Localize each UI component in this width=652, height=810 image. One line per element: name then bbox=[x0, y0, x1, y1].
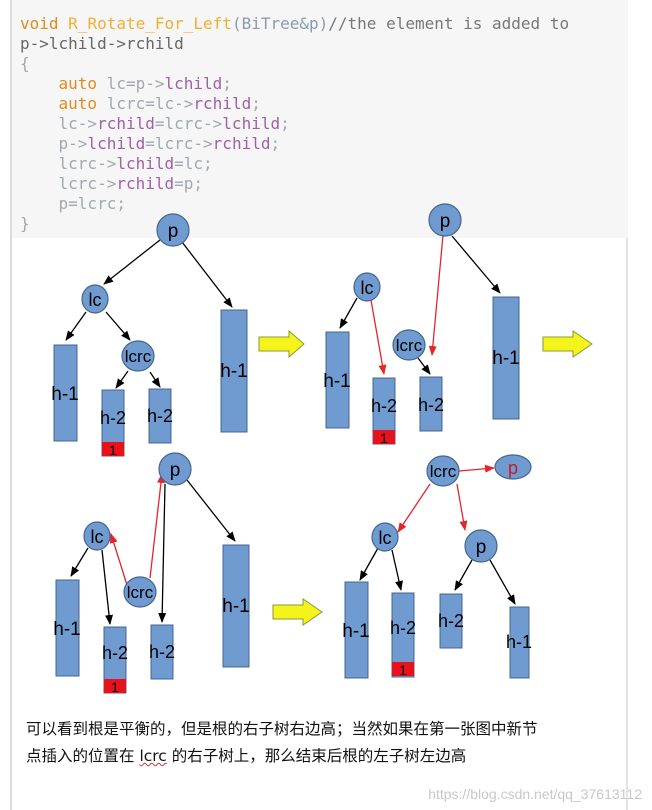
node-label: lc bbox=[89, 290, 102, 310]
node-p bbox=[464, 529, 498, 563]
node-label: p bbox=[440, 211, 451, 232]
node-label: lc bbox=[379, 528, 392, 548]
bar-h2 bbox=[419, 376, 443, 432]
bar-h1 bbox=[325, 331, 350, 429]
bar-h1 bbox=[220, 309, 248, 433]
rotation-diagram: h-1 h-2 1 h-2 h-1 p lc lcrc h-1 bbox=[51, 203, 593, 695]
badge-label: 1 bbox=[380, 430, 388, 446]
bar-label: h-2 bbox=[147, 406, 173, 426]
node-label: lcrc bbox=[430, 462, 457, 481]
badge-label: 1 bbox=[399, 662, 407, 678]
transition-arrow bbox=[258, 329, 305, 359]
code-line-8: lcrc->lchild=lc; bbox=[58, 154, 213, 173]
transition-arrow bbox=[542, 330, 593, 358]
node-label: p bbox=[508, 458, 518, 478]
bar-label: h-1 bbox=[342, 621, 369, 642]
node-lc bbox=[371, 522, 399, 552]
badge bbox=[102, 442, 124, 456]
code-line-6: lc->rchild=lcrc->lchild; bbox=[58, 114, 290, 133]
bar-label: h-1 bbox=[220, 361, 247, 382]
right-border bbox=[626, 238, 628, 810]
badge bbox=[104, 679, 126, 693]
node-label: lc bbox=[91, 527, 104, 547]
badge bbox=[392, 662, 414, 676]
badge bbox=[373, 430, 395, 444]
bar-label: h-1 bbox=[323, 371, 350, 392]
caption-text: 点插入的位置在 bbox=[26, 747, 140, 765]
caption-text: 的右子树上，那么结束后根的左子树左边高 bbox=[166, 747, 467, 765]
code-line-10: p=lcrc; bbox=[20, 194, 126, 213]
code-line-4: auto lc=p->lchild; bbox=[58, 74, 232, 93]
panel-3: h-1 h-2 1 h-2 h-1 p lc lcrc bbox=[53, 452, 250, 695]
bar-label: h-2 bbox=[149, 642, 175, 662]
node-lcrc bbox=[426, 455, 460, 487]
bar-label: h-1 bbox=[492, 348, 519, 369]
code-line-11: } bbox=[20, 214, 30, 233]
node-lcrc bbox=[392, 329, 426, 361]
code-line-1: void R_Rotate_For_Left(BiTree&p)//the el… bbox=[20, 14, 570, 33]
bar-label: h-2 bbox=[100, 408, 126, 428]
code-line-9: lcrc->rchild=p; bbox=[58, 174, 204, 193]
watermark: https://blog.csdn.net/qq_37613112 bbox=[428, 786, 642, 802]
bar-label: h-1 bbox=[506, 632, 532, 652]
node-lc bbox=[353, 272, 381, 302]
bar-h2 bbox=[439, 593, 463, 649]
node-lc bbox=[83, 521, 111, 551]
caption-line-1: 可以看到根是平衡的，但是根的右子树右边高；当然如果在第一张图中新节 bbox=[26, 720, 538, 738]
node-label: p bbox=[168, 221, 179, 242]
node-label: lcrc bbox=[127, 583, 154, 602]
bar-label: h-1 bbox=[53, 619, 80, 640]
caption-line-2: 点插入的位置在 lcrc 的右子树上，那么结束后根的左子树左边高 bbox=[26, 744, 466, 766]
node-lcrc bbox=[121, 340, 155, 372]
bar-h1 bbox=[344, 581, 369, 679]
code-line-7: p->lchild=lcrc->rchild; bbox=[58, 134, 281, 153]
bar-h1 bbox=[222, 544, 250, 668]
badge-label: 1 bbox=[109, 442, 117, 458]
bar-h1 bbox=[509, 606, 530, 679]
node-label: p bbox=[170, 460, 181, 481]
bar-h2 bbox=[391, 592, 415, 678]
panel-2: h-1 h-2 1 h-2 h-1 p lc lcrc bbox=[323, 203, 520, 446]
bar-label: h-2 bbox=[438, 611, 464, 631]
bar-h1 bbox=[53, 344, 78, 442]
transition-arrow bbox=[272, 598, 323, 626]
caption-lcrc: lcrc bbox=[139, 747, 167, 765]
bar-label: h-1 bbox=[222, 596, 249, 617]
left-border bbox=[10, 238, 12, 810]
node-label: lc bbox=[361, 278, 374, 298]
code-line-2: p->lchild->rchild bbox=[20, 34, 184, 53]
code-line-3: { bbox=[20, 54, 30, 73]
panel-1: h-1 h-2 1 h-2 h-1 p lc lcrc bbox=[51, 213, 248, 458]
code-block bbox=[10, 0, 628, 238]
bar-h2 bbox=[148, 388, 172, 444]
bar-h1 bbox=[492, 296, 520, 420]
badge-label: 1 bbox=[111, 679, 119, 695]
bar-label: h-2 bbox=[390, 618, 416, 638]
panel-4: h-1 h-2 1 h-2 h-1 lcrc p lc p bbox=[342, 454, 532, 679]
node-lc bbox=[81, 284, 109, 314]
node-p bbox=[158, 452, 192, 486]
bar-label: h-1 bbox=[51, 384, 78, 405]
bar-label: h-2 bbox=[371, 396, 397, 416]
node-p bbox=[428, 203, 462, 237]
code-line-5: auto lcrc=lc->rchild; bbox=[58, 94, 261, 113]
node-label: p bbox=[476, 537, 487, 558]
bar-label: h-2 bbox=[102, 643, 128, 663]
bar-label: h-2 bbox=[418, 395, 444, 415]
node-p bbox=[156, 213, 190, 247]
node-label: lcrc bbox=[125, 347, 152, 366]
bar-h1 bbox=[55, 579, 80, 677]
node-p bbox=[494, 454, 532, 480]
node-label: lcrc bbox=[396, 336, 423, 355]
node-lcrc bbox=[123, 576, 157, 608]
bar-h2 bbox=[150, 624, 174, 680]
